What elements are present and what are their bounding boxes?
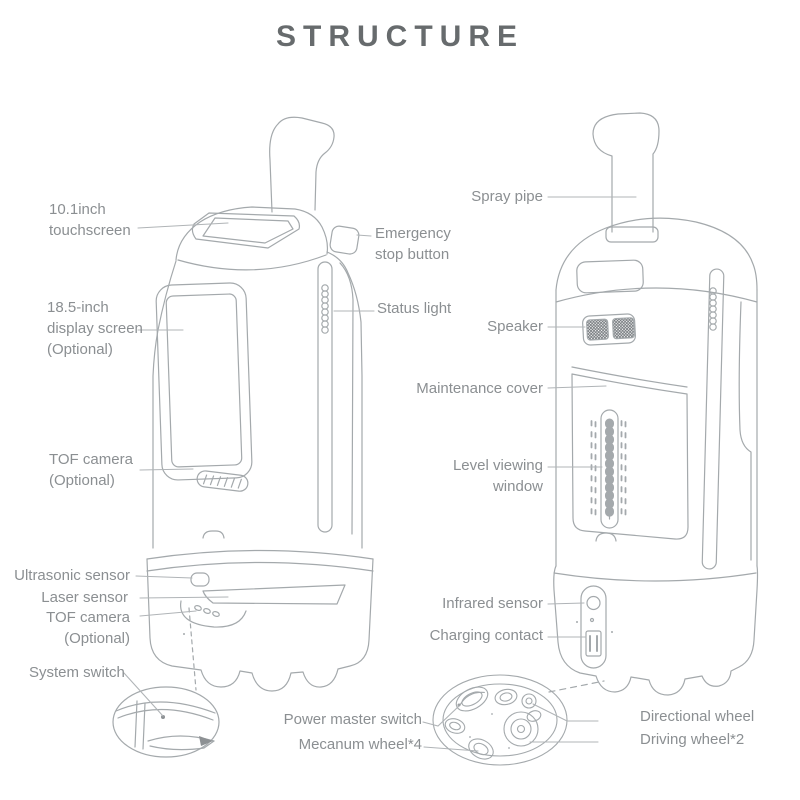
status-light-drawing bbox=[317, 261, 333, 533]
emergency-stop-button-drawing bbox=[329, 225, 360, 255]
speaker-drawing bbox=[582, 313, 636, 346]
head-drawing bbox=[175, 206, 329, 261]
touchscreen-drawing bbox=[191, 212, 301, 249]
label-maintenance-cover: Maintenance cover bbox=[416, 380, 543, 397]
label-speaker: Speaker bbox=[487, 318, 543, 335]
label-level-viewing-window: Level viewing window bbox=[452, 457, 543, 495]
label-display-screen: 18.5-inch display screen (Optional) bbox=[47, 299, 143, 358]
directional-wheel-drawing bbox=[521, 693, 537, 709]
spray-pipe-drawing bbox=[592, 112, 660, 243]
system-switch-drawing bbox=[199, 736, 213, 746]
driving-wheel-drawing bbox=[503, 711, 539, 747]
leader-lines bbox=[123, 196, 637, 752]
label-laser-sensor: Laser sensor bbox=[41, 589, 128, 606]
label-mecanum-wheel: Mecanum wheel*4 bbox=[298, 736, 422, 753]
mecanum-wheel-drawing bbox=[455, 686, 489, 712]
label-status-light: Status light bbox=[377, 300, 452, 317]
label-driving-wheel: Driving wheel*2 bbox=[640, 731, 745, 748]
maintenance-cover-drawing bbox=[571, 366, 689, 542]
spray-pipe-left-drawing bbox=[269, 116, 335, 213]
infrared-sensor-drawing bbox=[580, 585, 607, 669]
label-charging-contact: Charging contact bbox=[429, 627, 543, 644]
label-infrared-sensor: Infrared sensor bbox=[442, 595, 543, 612]
label-ultrasonic-sensor: Ultrasonic sensor bbox=[14, 567, 130, 584]
label-spray-pipe: Spray pipe bbox=[471, 188, 543, 205]
left-robot-drawing bbox=[146, 116, 374, 692]
display-screen-drawing bbox=[155, 282, 253, 481]
level-viewing-window-drawing bbox=[590, 409, 627, 529]
system-switch-inset-drawing bbox=[112, 686, 220, 758]
tof-camera-upper-drawing bbox=[196, 470, 249, 492]
label-touchscreen: 10.1inch touchscreen bbox=[49, 201, 131, 239]
laser-sensor-drawing bbox=[202, 584, 346, 605]
base-drawing bbox=[146, 530, 374, 692]
tof-camera-lower-drawing bbox=[180, 600, 247, 628]
label-power-master-switch: Power master switch bbox=[283, 711, 422, 728]
page-title: STRUCTURE bbox=[276, 20, 524, 53]
power-master-switch-drawing bbox=[457, 703, 461, 707]
ultrasonic-sensor-drawing bbox=[190, 572, 210, 587]
right-robot-drawing bbox=[548, 112, 759, 696]
label-tof-camera-lower: TOF camera (Optional) bbox=[46, 609, 130, 647]
charging-contact-drawing bbox=[585, 630, 602, 657]
label-directional-wheel: Directional wheel bbox=[640, 708, 755, 725]
bottom-view-drawing bbox=[432, 674, 568, 766]
label-system-switch: System switch bbox=[29, 664, 125, 681]
side-status-strip-drawing bbox=[701, 268, 725, 570]
right-base-drawing bbox=[553, 565, 759, 696]
label-emergency-stop-button: Emergency stop button bbox=[375, 225, 451, 263]
label-tof-camera-upper: TOF camera (Optional) bbox=[49, 451, 133, 489]
